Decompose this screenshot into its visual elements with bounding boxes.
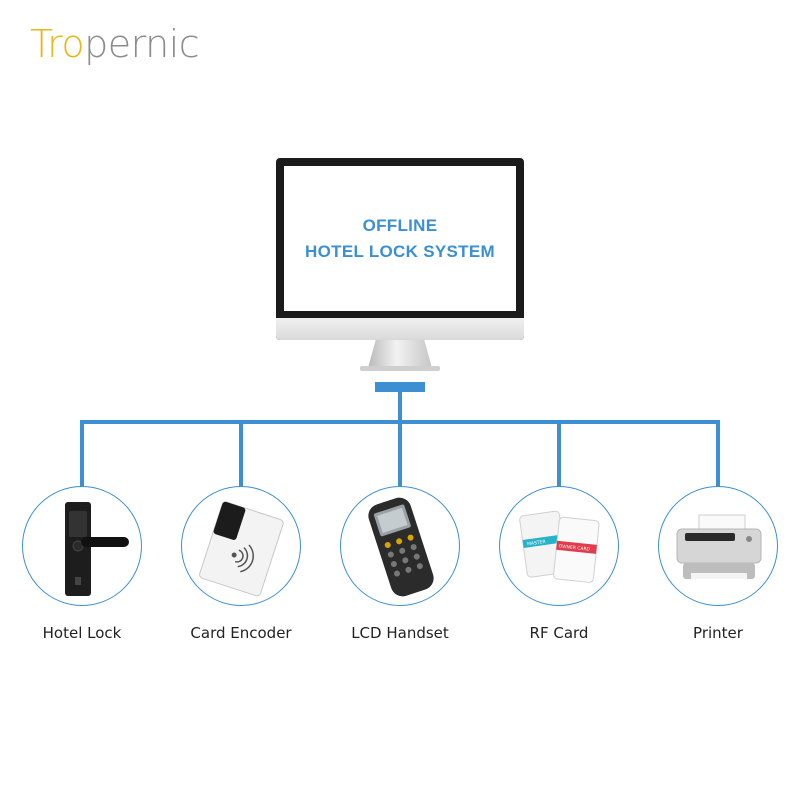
brand-logo-part1: Tro: [30, 22, 85, 66]
device-hotel-lock: [22, 486, 142, 606]
handset-icon: [368, 497, 434, 597]
brand-logo: Tropernic: [30, 20, 200, 68]
card-encoder-icon: [199, 501, 284, 597]
device-label-rf-card: RF Card: [529, 624, 589, 642]
owner-card-label: OWNER CARD: [558, 543, 591, 552]
rf-card-icon: MASTER OWNER CARD: [519, 510, 600, 583]
door-lock-icon: [65, 502, 129, 596]
master-card-label: MASTER: [527, 539, 546, 548]
brand-logo-part2: pernic: [84, 22, 200, 66]
system-title-line1: OFFLINE: [362, 215, 438, 235]
monitor-screen: OFFLINE HOTEL LOCK SYSTEM: [284, 166, 516, 311]
printer-icon: [676, 514, 762, 579]
device-rf-card: MASTER OWNER CARD: [499, 486, 619, 606]
monitor-chin: [276, 318, 524, 340]
device-card-encoder: [181, 486, 301, 606]
device-label-printer: Printer: [693, 624, 743, 642]
monitor-stand: [368, 340, 432, 368]
system-title-line2: HOTEL LOCK SYSTEM: [305, 241, 495, 261]
device-label-hotel-lock: Hotel Lock: [42, 624, 122, 642]
device-printer: [658, 486, 778, 606]
monitor-stand-base: [360, 366, 440, 371]
device-label-lcd-handset: LCD Handset: [351, 624, 449, 642]
device-label-card-encoder: Card Encoder: [190, 624, 292, 642]
monitor: OFFLINE HOTEL LOCK SYSTEM: [276, 158, 524, 340]
device-lcd-handset: [340, 486, 460, 606]
monitor-connector: [375, 382, 425, 392]
